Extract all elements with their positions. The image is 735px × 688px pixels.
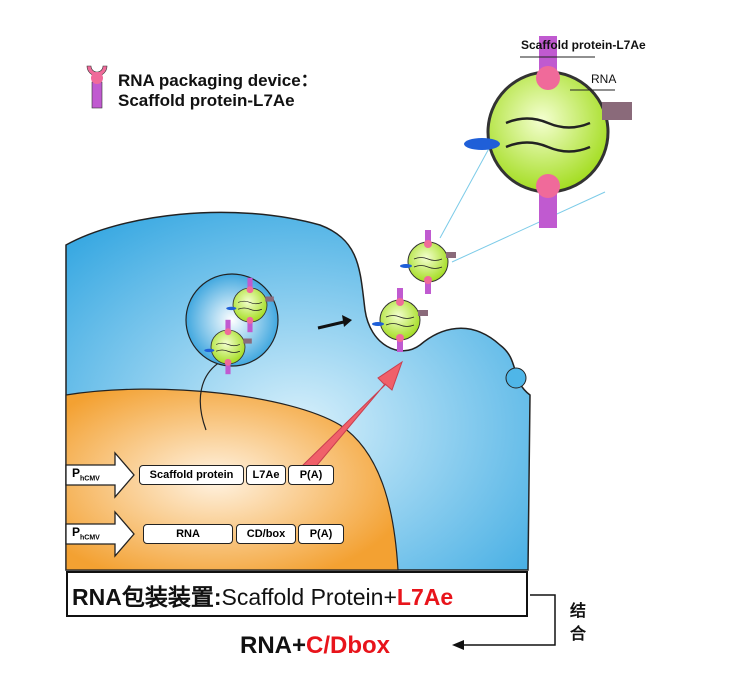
gene-polya-1: P(A) — [288, 465, 334, 485]
promoter-arrow-2 — [65, 510, 135, 558]
gene-rna: RNA — [143, 524, 233, 544]
zoom-label-rna: RNA — [591, 72, 617, 86]
binding-char-1: 结 — [570, 603, 587, 620]
device-text: RNA包装装置:Scaffold Protein+L7Ae — [72, 584, 454, 610]
device-box — [66, 571, 528, 617]
particle-zoom — [462, 34, 634, 230]
promoter-label-1: PhCMV — [72, 466, 100, 483]
binding-char-2: 合 — [570, 626, 587, 643]
gene-cdbox: CD/box — [236, 524, 296, 544]
gene-l7ae: L7Ae — [246, 465, 286, 485]
gene-polya-2: P(A) — [298, 524, 344, 544]
scaffold-icon — [86, 65, 108, 109]
gene-scaffold: Scaffold protein — [139, 465, 244, 485]
binding-connector — [460, 594, 556, 646]
target-text: RNA+C/Dbox — [240, 632, 391, 659]
red-arrow — [299, 360, 403, 477]
legend-line2: Scaffold protein-L7Ae — [118, 91, 295, 110]
promoter-arrow-1 — [65, 451, 135, 499]
export-arrow — [317, 319, 349, 330]
promoter-label-2: PhCMV — [72, 525, 100, 542]
legend-line1: RNA packaging device： — [118, 71, 318, 90]
membrane-bud — [505, 367, 527, 389]
zoom-label-scaffold: Scaffold protein-L7Ae — [521, 38, 646, 52]
